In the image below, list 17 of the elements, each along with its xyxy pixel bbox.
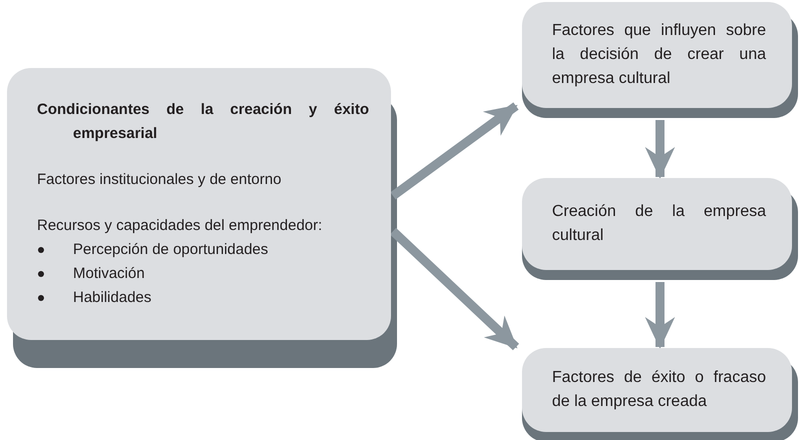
box-text: Factores de éxito o fracaso de la empresa creada bbox=[552, 368, 766, 412]
box-text: Creación de la empresa cultural bbox=[552, 202, 766, 246]
process-box bbox=[7, 68, 391, 340]
arrow bbox=[645, 282, 675, 349]
box-text: Recursos y capacidades del emprendedor: bbox=[37, 216, 324, 236]
process-box bbox=[522, 348, 792, 432]
list-item: Motivación bbox=[73, 264, 145, 284]
box-text: Factores que influyen sobre la decisión de crear una empresa cultural bbox=[552, 21, 766, 89]
list-item: Percepción de oportunidades bbox=[73, 240, 268, 260]
process-box bbox=[522, 178, 792, 270]
process-box bbox=[522, 2, 792, 108]
box-heading: Condicionantes de la creación y éxito empresarial bbox=[37, 100, 369, 144]
list-item: Habilidades bbox=[73, 288, 152, 308]
arrow bbox=[645, 120, 675, 179]
box-text: Factores institucionales y de entorno bbox=[37, 170, 282, 190]
arrow bbox=[390, 102, 519, 200]
arrow bbox=[390, 228, 520, 350]
